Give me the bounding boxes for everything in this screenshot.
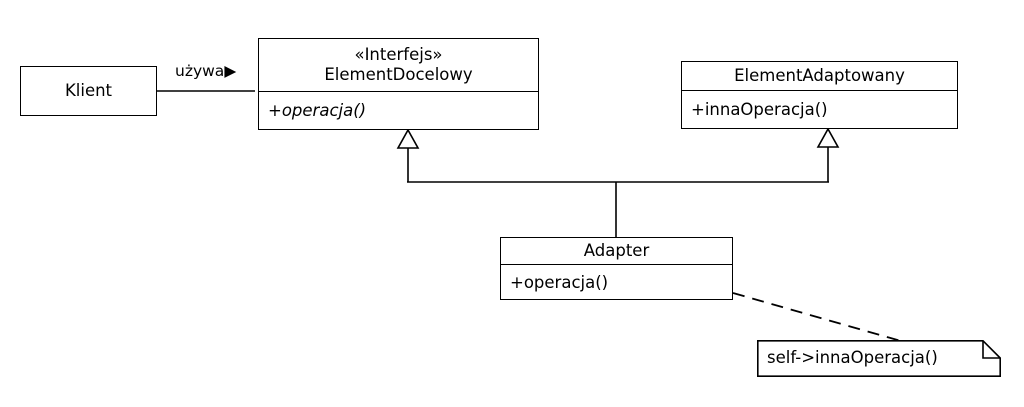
element-docelowy-operations-compartment: +operacja() [259, 91, 538, 129]
adapter-name-compartment: Adapter [501, 238, 732, 264]
adapter-operations-compartment: +operacja() [501, 264, 732, 299]
element-adaptowany-name-compartment: ElementAdaptowany [682, 62, 957, 90]
element-adaptowany-operation: +innaOperacja() [691, 100, 828, 119]
klient-class-name: Klient [64, 80, 113, 100]
element-docelowy-class-name: ElementDocelowy [324, 65, 473, 84]
element-docelowy-stereotype: «Interfejs» [354, 44, 443, 64]
element-docelowy-operation: +operacja() [268, 101, 367, 120]
association-label-uses: używa▶ [173, 62, 239, 80]
association-label-text: używa [175, 62, 225, 80]
adapter-class-name: Adapter [583, 240, 650, 260]
association-arrow-icon: ▶ [224, 62, 237, 80]
class-box-element-adaptowany[interactable]: ElementAdaptowany +innaOperacja() [681, 61, 958, 129]
element-adaptowany-class-name: ElementAdaptowany [734, 65, 905, 85]
note-anchor-dashed-line [732, 292, 902, 342]
class-box-adapter[interactable]: Adapter +operacja() [500, 237, 733, 300]
note-body[interactable] [757, 340, 1001, 377]
class-box-element-docelowy[interactable]: «Interfejs» ElementDocelowy +operacja() [258, 38, 539, 130]
note-folded-corner-icon [982, 340, 1001, 359]
note-body-text: self->innaOperacja() [767, 348, 938, 367]
element-docelowy-name-compartment: «Interfejs» ElementDocelowy [259, 39, 538, 91]
element-adaptowany-operations-compartment: +innaOperacja() [682, 90, 957, 128]
adapter-operation: +operacja() [510, 272, 609, 292]
klient-name-compartment: Klient [21, 67, 156, 115]
class-box-klient[interactable]: Klient [20, 66, 157, 116]
